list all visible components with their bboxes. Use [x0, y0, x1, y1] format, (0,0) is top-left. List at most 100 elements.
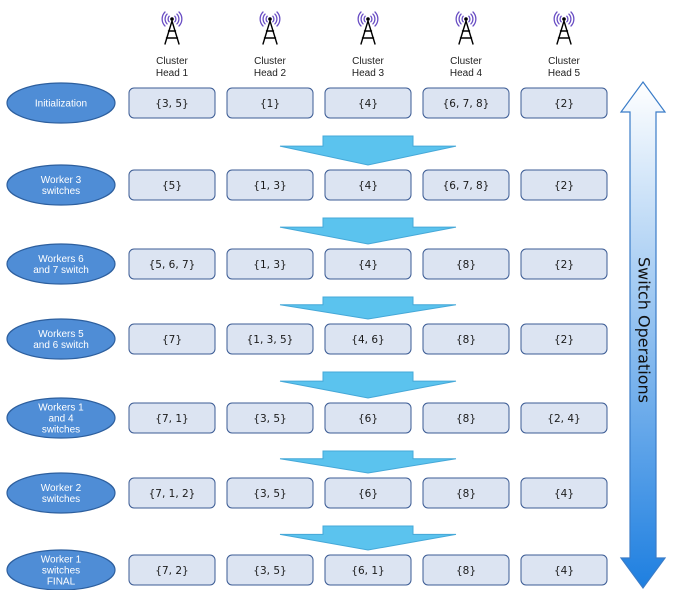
cell-value: {6}	[358, 413, 378, 425]
cell-value: {1, 3, 5}	[247, 334, 294, 346]
radio-tower-icon	[455, 11, 477, 45]
stage-label: and 4	[48, 414, 73, 425]
cell-box	[226, 169, 314, 201]
stage-label: and 7 switch	[33, 265, 89, 276]
cell-value: {2}	[554, 180, 574, 192]
cluster-cell: {8}	[422, 554, 510, 586]
cell-box	[226, 477, 314, 509]
cell-box	[324, 169, 412, 201]
stage-label: switches	[42, 186, 80, 197]
transition-arrow	[279, 525, 457, 551]
cluster-cell: {6, 1}	[324, 554, 412, 586]
cell-value: {4}	[554, 565, 574, 577]
cell-box	[422, 477, 510, 509]
cluster-cell: {2}	[520, 87, 608, 119]
cell-box	[520, 169, 608, 201]
cell-value: {7, 1, 2}	[149, 488, 196, 500]
cluster-cell: {4, 6}	[324, 323, 412, 355]
cluster-cell: {4}	[324, 248, 412, 280]
transition-arrow	[279, 296, 457, 320]
cell-value: {5}	[162, 180, 182, 192]
cluster-cell: {1, 3}	[226, 248, 314, 280]
cell-box	[226, 402, 314, 434]
transition-arrow	[279, 450, 457, 474]
cluster-cell: {1, 3, 5}	[226, 323, 314, 355]
cluster-head-label-line1: Cluster	[450, 56, 482, 67]
radio-tower-icon	[259, 11, 281, 45]
cell-value: {5, 6, 7}	[149, 259, 196, 271]
cell-value: {2}	[554, 334, 574, 346]
cell-box	[422, 87, 510, 119]
cell-value: {8}	[456, 334, 476, 346]
cluster-head-label-line1: Cluster	[352, 56, 384, 67]
cluster-cell: {8}	[422, 323, 510, 355]
cell-value: {1, 3}	[253, 259, 286, 271]
cell-value: {3, 5}	[155, 98, 188, 110]
cell-value: {7, 2}	[155, 565, 188, 577]
cell-box	[324, 402, 412, 434]
transition-arrow	[279, 135, 457, 166]
switch-operations-label: Switch Operations	[635, 257, 654, 403]
stage-ellipse	[6, 472, 116, 514]
cluster-cell: {2}	[520, 323, 608, 355]
cluster-cell: {1}	[226, 87, 314, 119]
transition-arrow	[279, 371, 457, 399]
stage-label: FINAL	[47, 577, 76, 588]
stage-label: Worker 2	[41, 483, 82, 494]
cluster-cell: {2, 4}	[520, 402, 608, 434]
cell-box	[422, 169, 510, 201]
stage-ellipse	[6, 164, 116, 206]
cluster-cell: {2}	[520, 248, 608, 280]
transition-arrow	[279, 217, 457, 245]
stage-label: Workers 1	[38, 403, 84, 414]
cell-value: {4}	[358, 180, 378, 192]
cell-value: {7, 1}	[155, 413, 188, 425]
stage-ellipse	[6, 82, 116, 124]
stage-ellipse	[6, 243, 116, 285]
cluster-cell: {5}	[128, 169, 216, 201]
cell-box	[324, 554, 412, 586]
cluster-cell: {3, 5}	[128, 87, 216, 119]
cluster-head-label-line1: Cluster	[548, 56, 580, 67]
stage-label: Worker 1	[41, 555, 82, 566]
cell-value: {8}	[456, 488, 476, 500]
radio-tower-icon	[161, 11, 183, 45]
cell-value: {4}	[554, 488, 574, 500]
cell-value: {6, 1}	[351, 565, 384, 577]
cell-value: {2, 4}	[547, 413, 580, 425]
cluster-cell: {4}	[520, 477, 608, 509]
cluster-cell: {4}	[520, 554, 608, 586]
cell-box	[226, 323, 314, 355]
cell-value: {6, 7, 8}	[443, 180, 490, 192]
stage-label: Worker 3	[41, 175, 82, 186]
cell-box	[520, 477, 608, 509]
cluster-head-label-line2: Head 5	[548, 68, 581, 79]
cell-value: {8}	[456, 259, 476, 271]
cell-value: {8}	[456, 565, 476, 577]
cell-value: {1, 3}	[253, 180, 286, 192]
stage-label: Workers 5	[38, 329, 84, 340]
stage-row-1: Initialization{3, 5}{1}{4}{6, 7, 8}{2}	[6, 82, 608, 124]
cell-box	[324, 477, 412, 509]
cell-value: {3, 5}	[253, 565, 286, 577]
stage-label: and 6 switch	[33, 340, 89, 351]
cell-value: {3, 5}	[253, 488, 286, 500]
cell-box	[520, 402, 608, 434]
cluster-cell: {6, 7, 8}	[422, 169, 510, 201]
cluster-cell: {6}	[324, 402, 412, 434]
cell-box	[324, 323, 412, 355]
cell-value: {8}	[456, 413, 476, 425]
cell-box	[128, 402, 216, 434]
cell-box	[128, 248, 216, 280]
cell-box	[226, 248, 314, 280]
cell-value: {2}	[554, 98, 574, 110]
cell-box	[226, 87, 314, 119]
cell-box	[520, 323, 608, 355]
